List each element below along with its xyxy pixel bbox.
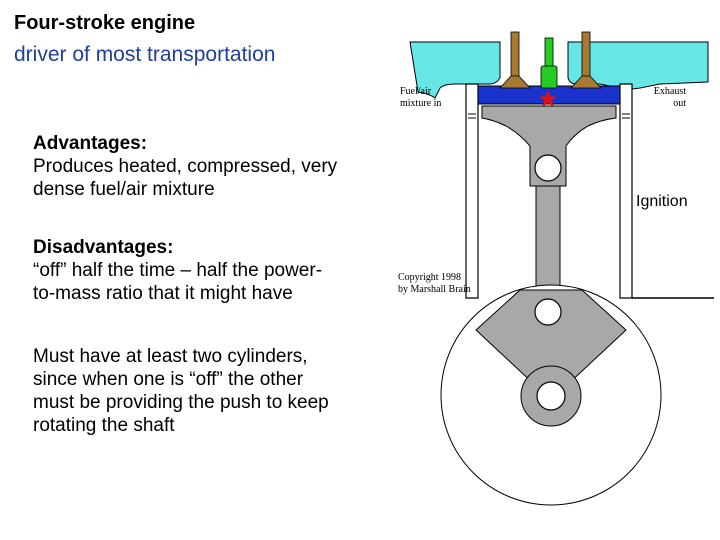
intake-valve xyxy=(499,31,531,89)
crank-pin xyxy=(534,298,562,326)
cylinder-wall-right xyxy=(619,83,633,299)
exhaust-label-line-2: out xyxy=(673,98,686,109)
advantages-block: Advantages: Produces heated, compressed,… xyxy=(33,132,363,201)
cylinders-note-line-2: since when one is “off” the other xyxy=(33,369,304,390)
wrist-pin xyxy=(534,154,562,182)
intake-label-line-1: Fuel/air xyxy=(400,86,432,97)
disadvantages-heading: Disadvantages: xyxy=(33,237,174,258)
cylinders-note-line-4: rotating the shaft xyxy=(33,415,175,436)
piston xyxy=(481,105,617,187)
disadvantages-line-1: “off” half the time – half the power- xyxy=(33,260,323,281)
cylinder-wall-left xyxy=(465,83,479,299)
copyright-line-1: Copyright 1998 xyxy=(398,272,461,283)
spark-star-icon xyxy=(539,90,557,107)
exhaust-valve xyxy=(570,31,602,89)
advantages-heading: Advantages: xyxy=(33,133,148,154)
slide-title: Four-stroke engine xyxy=(14,12,196,34)
slide-subtitle: driver of most transportation xyxy=(14,43,276,66)
crank-shaft-hole xyxy=(536,381,566,411)
advantages-line-1: Produces heated, compressed, very xyxy=(33,156,338,177)
copyright-line-2: by Marshall Brain xyxy=(398,284,471,295)
intake-label-line-2: mixture in xyxy=(400,98,441,109)
exhaust-label-line-1: Exhaust xyxy=(654,86,686,97)
disadvantages-line-2: to-mass ratio that it might have xyxy=(33,283,293,304)
cylinders-note-line-1: Must have at least two cylinders, xyxy=(33,346,308,367)
advantages-line-2: dense fuel/air mixture xyxy=(33,179,215,200)
disadvantages-block: Disadvantages: “off” half the time – hal… xyxy=(33,236,363,305)
engine-diagram: Fuel/air mixture in Exhaust out Ignition… xyxy=(398,31,714,506)
cylinders-note-block: Must have at least two cylinders, since … xyxy=(33,345,363,437)
cylinders-note-line-3: must be providing the push to keep xyxy=(33,392,329,413)
ignition-label: Ignition xyxy=(636,193,688,210)
spark-plug xyxy=(540,37,558,89)
connecting-rod xyxy=(535,185,561,297)
